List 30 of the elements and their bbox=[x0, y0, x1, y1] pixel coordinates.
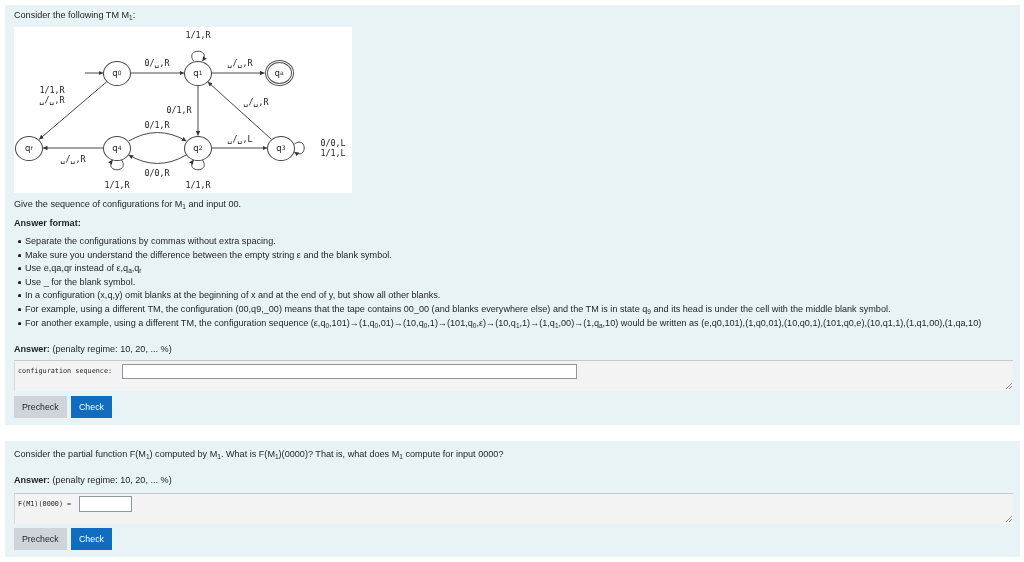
edge-label: 0/0,L 1/1,L bbox=[320, 138, 346, 158]
edge-label: ␣/␣,L bbox=[227, 134, 253, 144]
bullet-point: For example, using a different TM, the configuration (00,q9,_00) means that the tape contains 00_00 (and blanks everywhere else) and the TM is in state q$_{9}$ and its head is under the cell with the middle blank symbol. bbox=[25, 304, 891, 315]
check-button: Check bbox=[71, 528, 112, 550]
precheck-button: Precheck bbox=[14, 528, 67, 550]
edge-label: 0/0,R bbox=[144, 168, 170, 178]
answer-prompt: Answer: (penalty regime: 10, 20, ... %) bbox=[14, 344, 172, 355]
section-heading: Answer format: bbox=[14, 218, 81, 229]
bullet-point: Make sure you understand the difference between the empty string ε and the blank symbol. bbox=[25, 250, 392, 261]
edge-label: 0/␣,R bbox=[144, 58, 170, 68]
edge-label: 1/1,R bbox=[104, 180, 130, 190]
bullet-point: In a configuration (x,q,y) omit blanks at the beginning of x and at the end of y, but show all other blanks. bbox=[25, 290, 441, 301]
edge-label: 1/1,R bbox=[185, 30, 211, 40]
bullet-point: Use _ for the blank symbol. bbox=[25, 277, 136, 288]
edge-label: ␣/␣,R bbox=[60, 154, 86, 164]
edge-label: 0/1,R bbox=[144, 120, 170, 130]
edge-label: 1/1,R ␣/␣,R bbox=[39, 85, 65, 105]
edge-label: ␣/␣,R bbox=[227, 58, 253, 68]
question-text: Consider the partial function F(M$_{1}$) computed by M$_{1}$. What is F(M$_{1}$)(0000)? That is, what does M$_{1}$ compute for input 0000? bbox=[14, 449, 504, 460]
bullet-point: Use e,qa,qr instead of ε,q$_{a}$,q$_{r}$ bbox=[25, 263, 142, 274]
answer-prompt: Answer: (penalty regime: 10, 20, ... %) bbox=[14, 475, 172, 486]
bullet-point: Separate the configurations by commas without extra spacing. bbox=[25, 236, 276, 247]
edge-label: 1/1,R bbox=[185, 180, 211, 190]
check-button: Check bbox=[71, 396, 112, 418]
bullet-point: For another example, using a different TM, the configuration sequence (ε,q$_{0}$,101)→(1,q$_{0}$,01)→(10,q$_{0}$,1)→(101,q$_{0}$,ε)→(10,q$_{1}$,1)→(1,q$_{1}$,00)→(1,q$_{a}$,10) would be written as (e,q0,101),(1,q0,01),(10,q0,1),(101,q0,e),(10,q1,1),(1,q1,00),(1,qa,10) bbox=[25, 318, 982, 329]
question-text: Give the sequence of configurations for M$_{1}$ and input 00. bbox=[14, 199, 242, 210]
precheck-button: Precheck bbox=[14, 396, 67, 418]
edge-label: 0/1,R bbox=[166, 105, 192, 115]
question-text: Consider the following TM M$_{1}$: bbox=[14, 10, 136, 21]
edge-label: ␣/␣,R bbox=[243, 97, 269, 107]
